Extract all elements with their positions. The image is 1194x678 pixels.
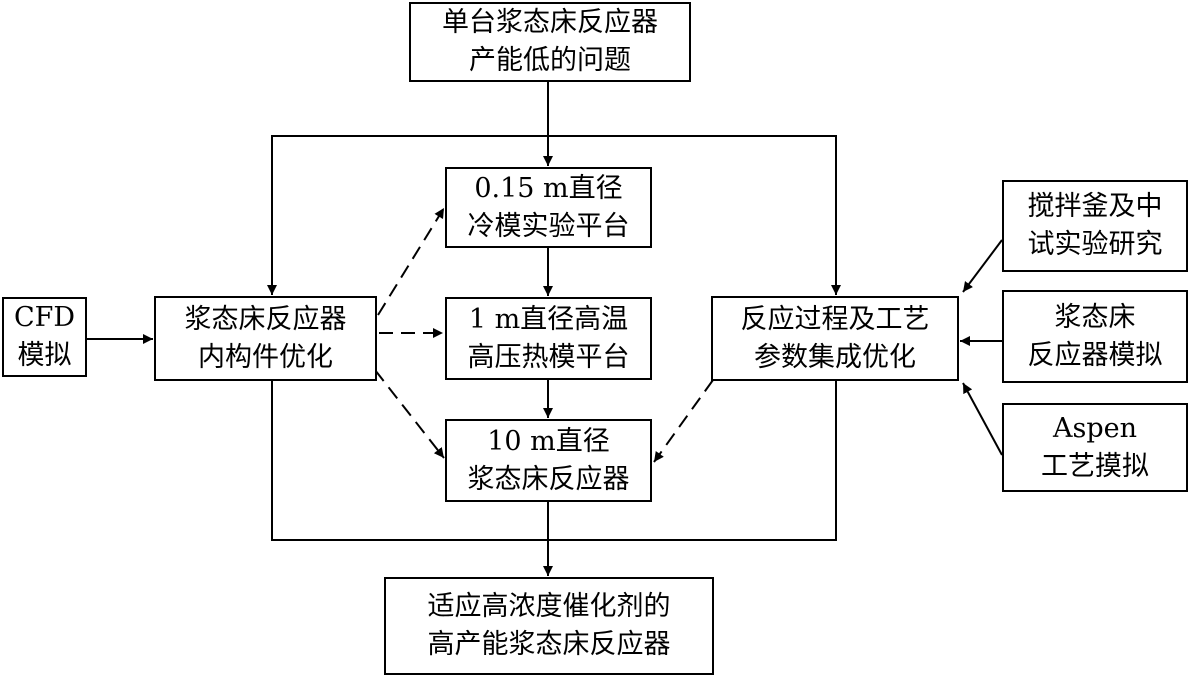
stirred-tank-line2: 试实验研究 xyxy=(1027,229,1163,260)
reactor-sim-box: 浆态床 反应器模拟 xyxy=(1002,290,1188,383)
process-opt-box: 反应过程及工艺 参数集成优化 xyxy=(711,296,959,381)
cfd-line2: 模拟 xyxy=(17,340,72,371)
cold-model-line1: 0.15 m直径 xyxy=(474,172,623,204)
problem-line1: 单台浆态床反应器 xyxy=(442,7,658,38)
aspen-line2: 工艺摸拟 xyxy=(1041,450,1149,482)
internals-box: 浆态床反应器 内构件优化 xyxy=(154,296,377,381)
stirred-tank-line1: 搅拌釜及中 xyxy=(1027,191,1163,222)
cold-model-box: 0.15 m直径 冷模实验平台 xyxy=(445,167,652,248)
hot-model-box: 1 m直径高温 高压热模平台 xyxy=(445,297,652,380)
top-loop-right xyxy=(548,135,841,295)
reactor-10m-line1: 10 m直径 xyxy=(487,425,610,457)
internals-line1: 浆态床反应器 xyxy=(184,303,347,335)
aspen-box: Aspen 工艺摸拟 xyxy=(1002,403,1188,492)
problem-box: 单台浆态床反应器 产能低的问题 xyxy=(409,2,691,82)
result-line1: 适应高浓度催化剂的 xyxy=(427,591,671,622)
dashed-internals-to-reactor xyxy=(374,369,445,459)
dashed-process-to-reactor xyxy=(653,379,714,463)
result-box: 适应高浓度催化剂的 高产能浆态床反应器 xyxy=(384,577,714,675)
arrow-aspen-to-process xyxy=(962,382,1003,456)
reactor-10m-box: 10 m直径 浆态床反应器 xyxy=(445,419,652,502)
cfd-box: CFD 模拟 xyxy=(2,297,87,377)
cfd-line1: CFD xyxy=(13,302,76,333)
bottom-loop xyxy=(271,381,837,541)
reactor-sim-line2: 反应器模拟 xyxy=(1027,339,1163,371)
top-loop-left xyxy=(267,135,548,295)
reactor-sim-line1: 浆态床 xyxy=(1054,301,1136,333)
problem-line2: 产能低的问题 xyxy=(469,45,631,76)
aspen-line1: Aspen xyxy=(1052,412,1137,444)
hot-model-line2: 高压热模平台 xyxy=(467,341,630,373)
dashed-internals-to-cold xyxy=(377,207,445,316)
process-opt-line2: 参数集成优化 xyxy=(754,341,916,373)
internals-line2: 内构件优化 xyxy=(198,341,333,373)
cold-model-line2: 冷模实验平台 xyxy=(467,210,630,242)
result-line2: 高产能浆态床反应器 xyxy=(427,629,671,660)
hot-model-line1: 1 m直径高温 xyxy=(468,303,629,335)
stirred-tank-box: 搅拌釜及中 试实验研究 xyxy=(1002,180,1188,272)
process-opt-line1: 反应过程及工艺 xyxy=(740,303,930,335)
reactor-10m-line2: 浆态床反应器 xyxy=(467,463,630,495)
arrow-stirred-to-process xyxy=(962,239,1003,293)
